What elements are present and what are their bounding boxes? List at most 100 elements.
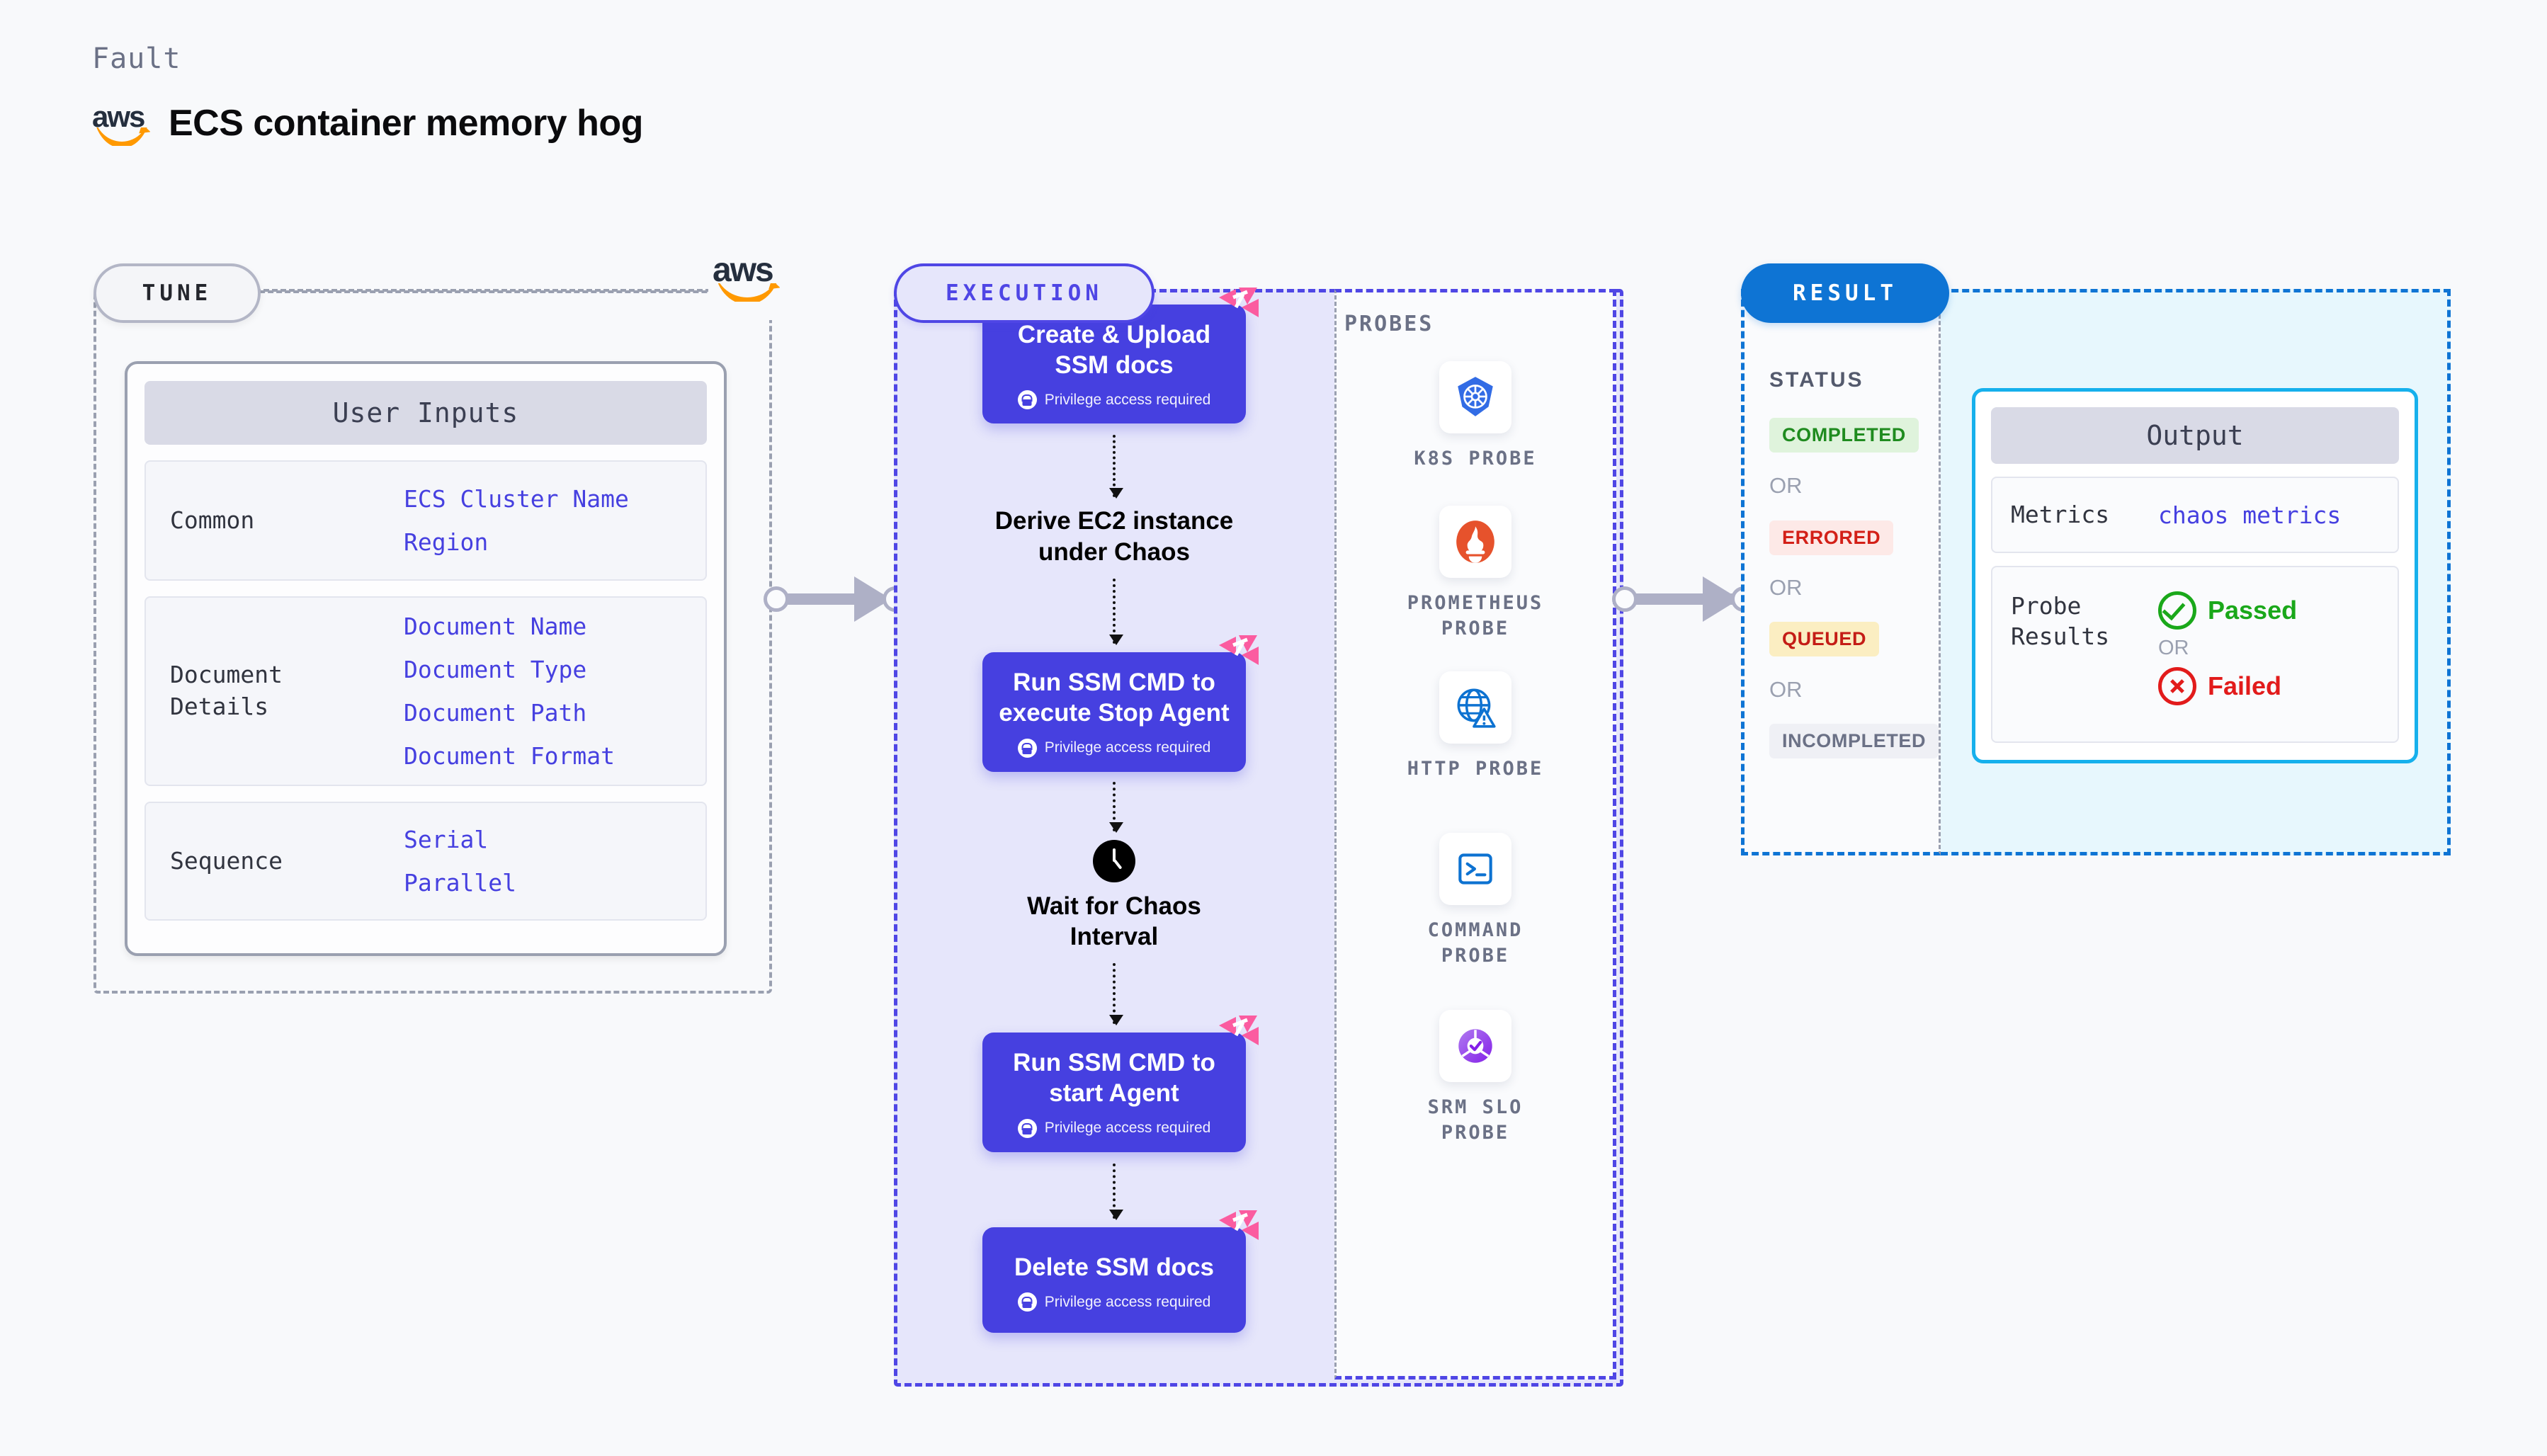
lock-icon <box>1017 1292 1037 1312</box>
step-privilege-note: Privilege access required <box>994 738 1235 758</box>
probes-title: PROBES <box>1344 312 1434 336</box>
step-run-ssm-start-agent[interactable]: Run SSM CMD to start Agent Privilege acc… <box>982 1016 1259 1152</box>
kubernetes-icon <box>1458 377 1493 416</box>
probe-result-failed: Failed <box>2158 667 2297 705</box>
connector-tune-to-execution <box>764 567 908 632</box>
connector-execution-to-result <box>1612 567 1761 632</box>
http-globe-icon <box>1457 688 1496 728</box>
step-privilege-note: Privilege access required <box>994 1292 1235 1312</box>
input-group-label: Common <box>170 506 255 534</box>
input-group-document-details: Document Details Document Name Document … <box>144 596 707 786</box>
output-row-probe-results: Probe Results Passed OR Failed <box>1991 566 2399 743</box>
status-badge-errored: ERRORED <box>1769 521 1894 555</box>
step-privilege-note: Privilege access required <box>994 1118 1235 1138</box>
input-group-label: Document Details <box>170 661 283 720</box>
probe-prometheus[interactable]: PROMETHEUS PROBE <box>1334 506 1616 642</box>
status-badge-completed: COMPLETED <box>1769 418 1919 453</box>
user-inputs-title: User Inputs <box>144 381 707 445</box>
probe-tile <box>1439 671 1511 744</box>
failed-label: Failed <box>2208 671 2282 700</box>
step-run-ssm-stop-agent[interactable]: Run SSM CMD to execute Stop Agent Privil… <box>982 635 1259 772</box>
privilege-text: Privilege access required <box>1044 391 1211 408</box>
input-value[interactable]: ECS Cluster Name <box>404 485 629 513</box>
aws-logo-icon: aws <box>92 102 153 146</box>
input-value[interactable]: Document Path <box>404 699 587 727</box>
input-value[interactable]: Document Type <box>404 656 587 683</box>
step-wait-for-chaos-interval: Wait for Chaos Interval <box>1027 839 1201 952</box>
probe-results-label: Probe Results <box>2011 592 2110 650</box>
clock-icon <box>1093 839 1135 882</box>
result-stage-pill[interactable]: RESULT <box>1741 263 1949 323</box>
status-badge-incompleted: INCOMPLETED <box>1769 724 1939 758</box>
privilege-text: Privilege access required <box>1044 1293 1211 1310</box>
input-value[interactable]: Document Format <box>404 742 616 770</box>
chaos-fault-badge-icon <box>1219 1210 1259 1240</box>
step-title: Create & Upload SSM docs <box>1017 321 1211 379</box>
execution-stage-pill[interactable]: EXECUTION <box>894 263 1155 323</box>
prometheus-icon <box>1456 521 1494 563</box>
page-title: ECS container memory hog <box>169 103 643 144</box>
probe-tile <box>1439 833 1511 905</box>
probe-k8s[interactable]: K8S PROBE <box>1334 361 1616 472</box>
privilege-text: Privilege access required <box>1044 1120 1211 1137</box>
user-inputs-card: User Inputs Common ECS Cluster Name Regi… <box>125 361 727 956</box>
privilege-text: Privilege access required <box>1044 739 1211 756</box>
input-value[interactable]: Region <box>404 528 489 556</box>
probe-http[interactable]: HTTP PROBE <box>1334 671 1616 782</box>
metrics-value[interactable]: chaos metrics <box>2158 501 2342 529</box>
step-create-upload-ssm-docs[interactable]: Create & Upload SSM docs Privilege acces… <box>982 288 1259 424</box>
output-row-metrics: Metrics chaos metrics <box>1991 477 2399 553</box>
x-circle-icon <box>2158 667 2196 705</box>
flow-arrow <box>1109 781 1123 833</box>
tune-dashed-connector <box>255 289 711 292</box>
input-group-label: Sequence <box>170 846 283 875</box>
fault-kicker: Fault <box>92 42 181 75</box>
input-value[interactable]: Parallel <box>404 869 516 897</box>
input-group-common: Common ECS Cluster Name Region <box>144 460 707 581</box>
step-title: Delete SSM docs <box>1014 1253 1215 1281</box>
input-group-sequence: Sequence Serial Parallel <box>144 802 707 921</box>
status-badge-queued: QUEUED <box>1769 622 1880 656</box>
input-value[interactable]: Document Name <box>404 613 587 640</box>
flow-arrow <box>1109 963 1123 1026</box>
metrics-label: Metrics <box>2011 500 2110 528</box>
output-title: Output <box>1991 407 2399 464</box>
input-value[interactable]: Serial <box>404 826 489 853</box>
output-card: Output Metrics chaos metrics Probe Resul… <box>1972 388 2418 763</box>
step-title: Run SSM CMD to execute Stop Agent <box>999 669 1230 727</box>
srm-slo-icon <box>1458 1029 1492 1063</box>
flow-arrow <box>1109 579 1123 646</box>
execution-steps: Create & Upload SSM docs Privilege acces… <box>894 288 1334 1333</box>
status-title: STATUS <box>1769 368 1864 392</box>
probe-result-passed: Passed <box>2158 591 2297 630</box>
probe-label: K8S PROBE <box>1414 448 1537 470</box>
terminal-icon <box>1458 853 1492 885</box>
probe-tile <box>1439 1010 1511 1082</box>
aws-provider-logo-icon: aws <box>708 252 793 320</box>
tune-stage-pill[interactable]: TUNE <box>93 263 261 323</box>
probe-label: HTTP PROBE <box>1407 758 1544 780</box>
or-label: OR <box>1769 473 1803 498</box>
lock-icon <box>1017 390 1037 410</box>
probe-label: SRM SLO PROBE <box>1427 1096 1524 1144</box>
chaos-fault-badge-icon <box>1219 635 1259 666</box>
title-row: aws ECS container memory hog <box>92 102 643 146</box>
passed-label: Passed <box>2208 596 2298 625</box>
probe-command[interactable]: COMMAND PROBE <box>1334 833 1616 969</box>
step-delete-ssm-docs[interactable]: Delete SSM docs Privilege access require… <box>982 1210 1259 1333</box>
step-derive-ec2-instance: Derive EC2 instance under Chaos <box>994 507 1234 566</box>
lock-icon <box>1017 1118 1037 1138</box>
lock-icon <box>1017 738 1037 758</box>
probe-tile <box>1439 506 1511 578</box>
chaos-fault-badge-icon <box>1219 1016 1259 1046</box>
step-privilege-note: Privilege access required <box>994 390 1235 410</box>
flow-arrow <box>1109 435 1123 499</box>
probe-srm-slo[interactable]: SRM SLO PROBE <box>1334 1010 1616 1147</box>
page-header: Fault aws ECS container memory hog <box>92 42 643 146</box>
flow-arrow <box>1109 1163 1123 1220</box>
check-circle-icon <box>2158 591 2196 630</box>
result-status-panel <box>1741 289 1941 855</box>
or-label: OR <box>2158 637 2189 659</box>
or-label: OR <box>1769 677 1803 702</box>
probe-tile <box>1439 361 1511 433</box>
